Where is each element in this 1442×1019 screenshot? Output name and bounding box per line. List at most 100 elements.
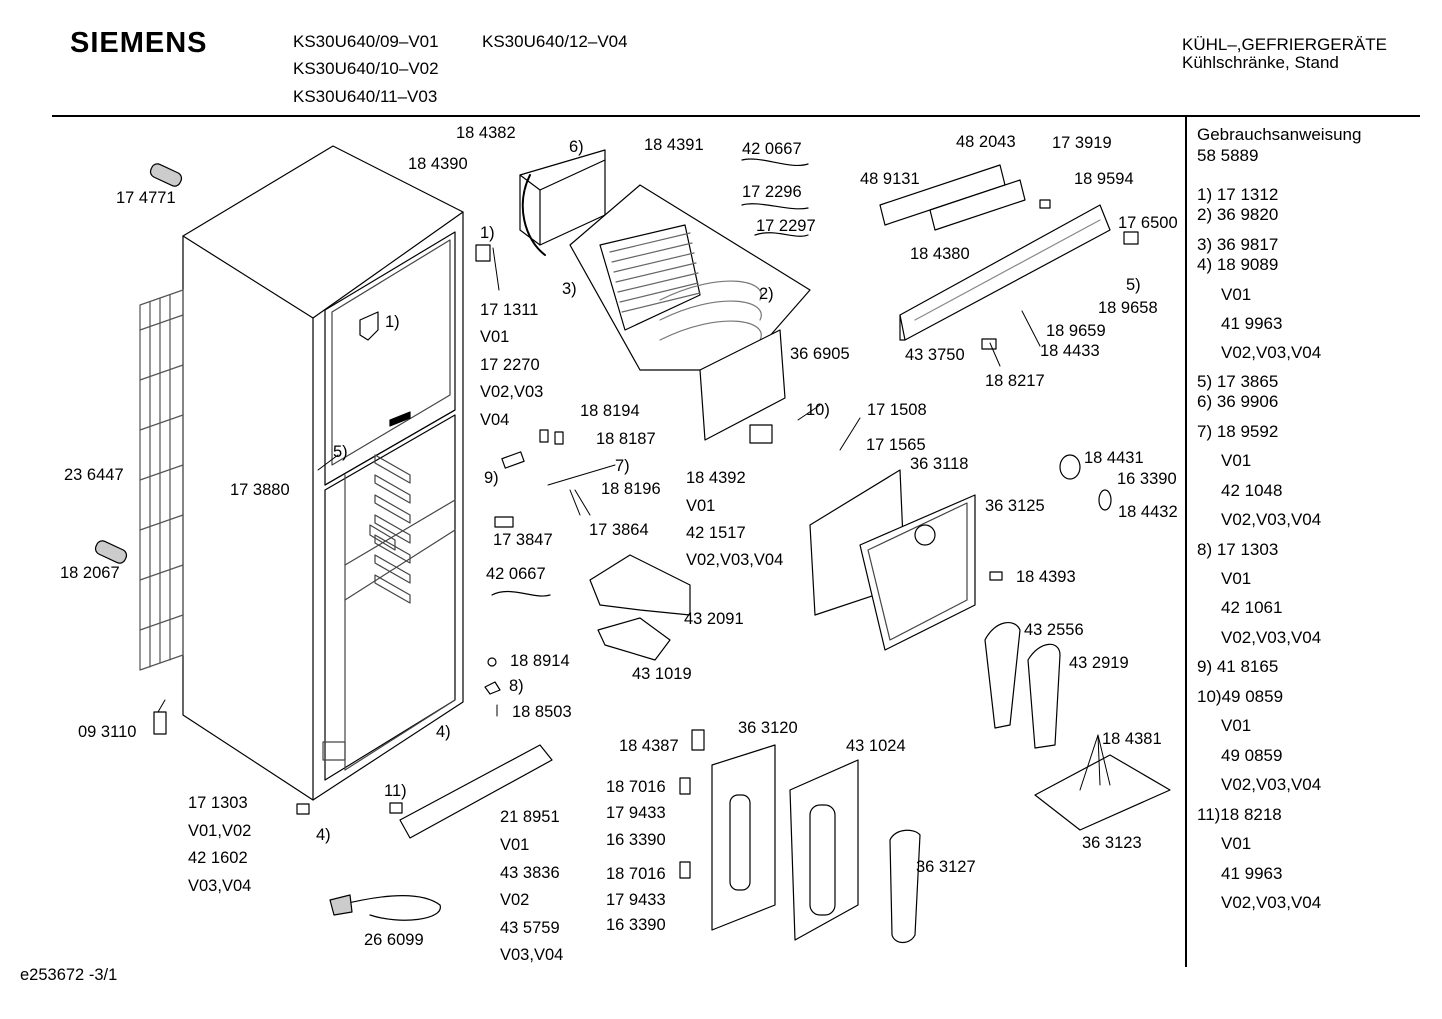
- part-callout: 18 4390: [408, 155, 468, 173]
- part-callout: 17 3864: [589, 521, 649, 539]
- part-callout: 26 6099: [364, 931, 424, 949]
- sidebar-item: 49 0859: [1221, 746, 1283, 765]
- sidebar-item: 3) 36 9817: [1197, 235, 1279, 254]
- part-callout: 48 2043: [956, 133, 1016, 151]
- sidebar-title: Gebrauchsanweisung: [1197, 125, 1362, 144]
- part-callout: 18 8217: [985, 372, 1045, 390]
- header-rule: [52, 115, 1420, 117]
- sidebar-item: 42 1061: [1221, 598, 1283, 617]
- sidebar-item: 1) 17 1312: [1197, 185, 1279, 204]
- part-callout: 1): [385, 313, 400, 331]
- part-callout: 18 8503: [512, 703, 572, 721]
- sidebar-item: V01: [1221, 569, 1252, 588]
- part-callout: V03,V04: [500, 946, 564, 964]
- part-callout: 16 3390: [606, 831, 666, 849]
- sidebar-item: 8) 17 1303: [1197, 540, 1279, 559]
- part-callout: V02,V03,V04: [686, 551, 784, 569]
- door-bins: [711, 744, 921, 944]
- door-shelf-rails: [369, 454, 411, 604]
- part-callout: 18 4433: [1040, 342, 1100, 360]
- part-callout: 18 2067: [60, 564, 120, 582]
- part-callout: 09 3110: [78, 723, 137, 741]
- part-callout: V02: [500, 891, 530, 909]
- part-callout: 4): [316, 826, 331, 844]
- part-callout: 21 8951: [500, 808, 560, 826]
- sidebar-item: 41 9963: [1221, 314, 1283, 333]
- model-number: KS30U640/12–V04: [482, 32, 628, 51]
- part-callout: 11): [384, 782, 407, 800]
- part-callout: 4): [436, 723, 451, 741]
- control-panel: [879, 164, 1139, 341]
- part-callout: 17 1311: [480, 301, 539, 319]
- part-callout: 2): [759, 285, 774, 303]
- part-callout: 17 2296: [742, 183, 802, 201]
- part-callout: 1): [480, 224, 495, 242]
- sidebar-item: V02,V03,V04: [1221, 510, 1322, 529]
- part-callout: 6): [569, 138, 584, 156]
- part-callout: 36 6905: [790, 345, 850, 363]
- part-callout: 43 5759: [500, 919, 560, 937]
- part-callout: 3): [562, 280, 577, 298]
- part-callout: 42 0667: [742, 140, 802, 158]
- part-callout: 17 2270: [480, 356, 540, 374]
- sidebar-item: 5) 17 3865: [1197, 372, 1279, 391]
- part-callout: 17 3880: [230, 481, 290, 499]
- part-callout: 16 3390: [1117, 470, 1177, 488]
- sidebar-item: V01: [1221, 716, 1252, 735]
- evaporator-assembly: [519, 149, 811, 371]
- part-callout: 18 4432: [1118, 503, 1178, 521]
- sidebar-item: 42 1048: [1221, 481, 1283, 500]
- sidebar-item: 2) 36 9820: [1197, 205, 1279, 224]
- part-callout: 18 9659: [1046, 322, 1106, 340]
- part-callout: 5): [333, 443, 348, 461]
- part-callout: 17 3847: [493, 531, 553, 549]
- part-callout: 17 1303: [188, 794, 248, 812]
- floor-plate: [1034, 754, 1171, 831]
- drawing-id: e253672 -3/1: [20, 966, 118, 984]
- part-callout: 17 9433: [606, 804, 666, 822]
- model-number: KS30U640/09–V01: [293, 32, 439, 51]
- sidebar-item: V02,V03,V04: [1221, 893, 1322, 912]
- part-callout: 36 3123: [1082, 834, 1142, 852]
- part-callout: 36 3125: [985, 497, 1045, 515]
- part-callout: 18 9658: [1098, 299, 1158, 317]
- part-callout: 18 4381: [1102, 730, 1162, 748]
- part-callout: 43 3836: [500, 864, 560, 882]
- part-callout: 18 7016: [606, 778, 666, 796]
- rear-condenser: [139, 289, 184, 671]
- sidebar-item: V02,V03,V04: [1221, 628, 1322, 647]
- part-callout: 10): [806, 401, 830, 419]
- panel-366905: [699, 329, 786, 441]
- part-callout: 48 9131: [860, 170, 920, 188]
- part-callout: 17 2297: [756, 217, 816, 235]
- part-callout: 9): [484, 469, 499, 487]
- part-callout: 36 3127: [916, 858, 976, 876]
- part-callout: 17 6500: [1118, 214, 1178, 232]
- model-number: KS30U640/10–V02: [293, 59, 439, 78]
- part-callout: V04: [480, 411, 510, 429]
- sidebar-item: 6) 36 9906: [1197, 392, 1279, 411]
- part-callout: V02,V03: [480, 383, 544, 401]
- part-callout: 43 1019: [632, 665, 692, 683]
- sidebar-item: V01: [1221, 285, 1252, 304]
- part-callout: V03,V04: [188, 877, 252, 895]
- part-callout: 18 4380: [910, 245, 970, 263]
- sidebar-item: 9) 41 8165: [1197, 657, 1279, 676]
- model-number: KS30U640/11–V03: [293, 87, 438, 106]
- part-callout: 17 1508: [867, 401, 927, 419]
- sidebar-item: 41 9963: [1221, 864, 1283, 883]
- part-callout: V01: [500, 836, 530, 854]
- part-callout: V01: [686, 497, 716, 515]
- part-callout: 18 4392: [686, 469, 746, 487]
- part-callout: 43 2556: [1024, 621, 1084, 639]
- part-callout: 17 1565: [866, 436, 926, 454]
- leader-lines: [157, 247, 1111, 791]
- part-callout: V01,V02: [188, 822, 252, 840]
- part-callout: 18 8194: [580, 402, 640, 420]
- part-callout: 18 4393: [1016, 568, 1076, 586]
- part-callout: 36 3118: [910, 455, 969, 473]
- part-callout: 18 8914: [510, 652, 570, 670]
- category-subtitle: Kühlschränke, Stand: [1182, 53, 1339, 72]
- sidebar-item: V01: [1221, 451, 1252, 470]
- foot-rod-icon: [94, 163, 183, 564]
